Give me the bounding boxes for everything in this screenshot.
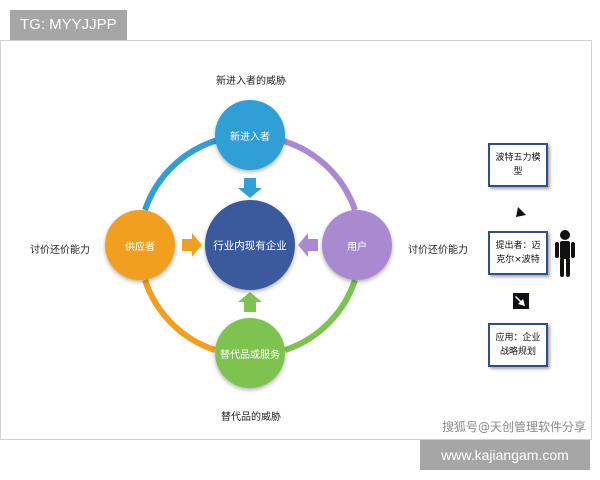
arrow-left-icon: [298, 233, 318, 257]
model-box: 波特五力模型: [488, 143, 548, 187]
bottom-node: 替代品或服务: [215, 318, 285, 388]
author-box: 提出者：迈克尔×波特: [488, 231, 548, 275]
ring-arc-top-right: [279, 137, 358, 211]
person-icon: [555, 230, 575, 277]
arrow-down-left-icon: [516, 205, 528, 217]
watermark: 搜狐号@天创管理软件分享: [442, 420, 587, 434]
arrow-right-icon: [182, 233, 202, 257]
right-caption: 讨价还价能力: [408, 245, 468, 256]
top-caption: 新进入者的威胁: [216, 76, 286, 87]
center-node: 行业内现有企业: [205, 200, 295, 290]
ring-arc-bottom-left: [142, 279, 216, 353]
site-badge: www.kajiangam.com: [420, 440, 590, 470]
arrow-down-right-icon: [515, 296, 525, 306]
arrow-up-icon: [238, 292, 262, 312]
application-box: 应用：企业战略规划: [488, 323, 548, 367]
ring-arc-right-bottom: [284, 279, 358, 353]
left-node: 供应者: [105, 210, 175, 280]
tg-badge: TG: MYYJJPP: [10, 10, 127, 40]
ring-arc-left-top: [142, 137, 219, 211]
arrow-down-icon: [238, 178, 262, 198]
right-node: 用户: [322, 210, 392, 280]
top-node: 新进入者: [215, 100, 285, 170]
bottom-caption: 替代品的威胁: [221, 412, 281, 423]
left-caption: 讨价还价能力: [30, 245, 90, 256]
